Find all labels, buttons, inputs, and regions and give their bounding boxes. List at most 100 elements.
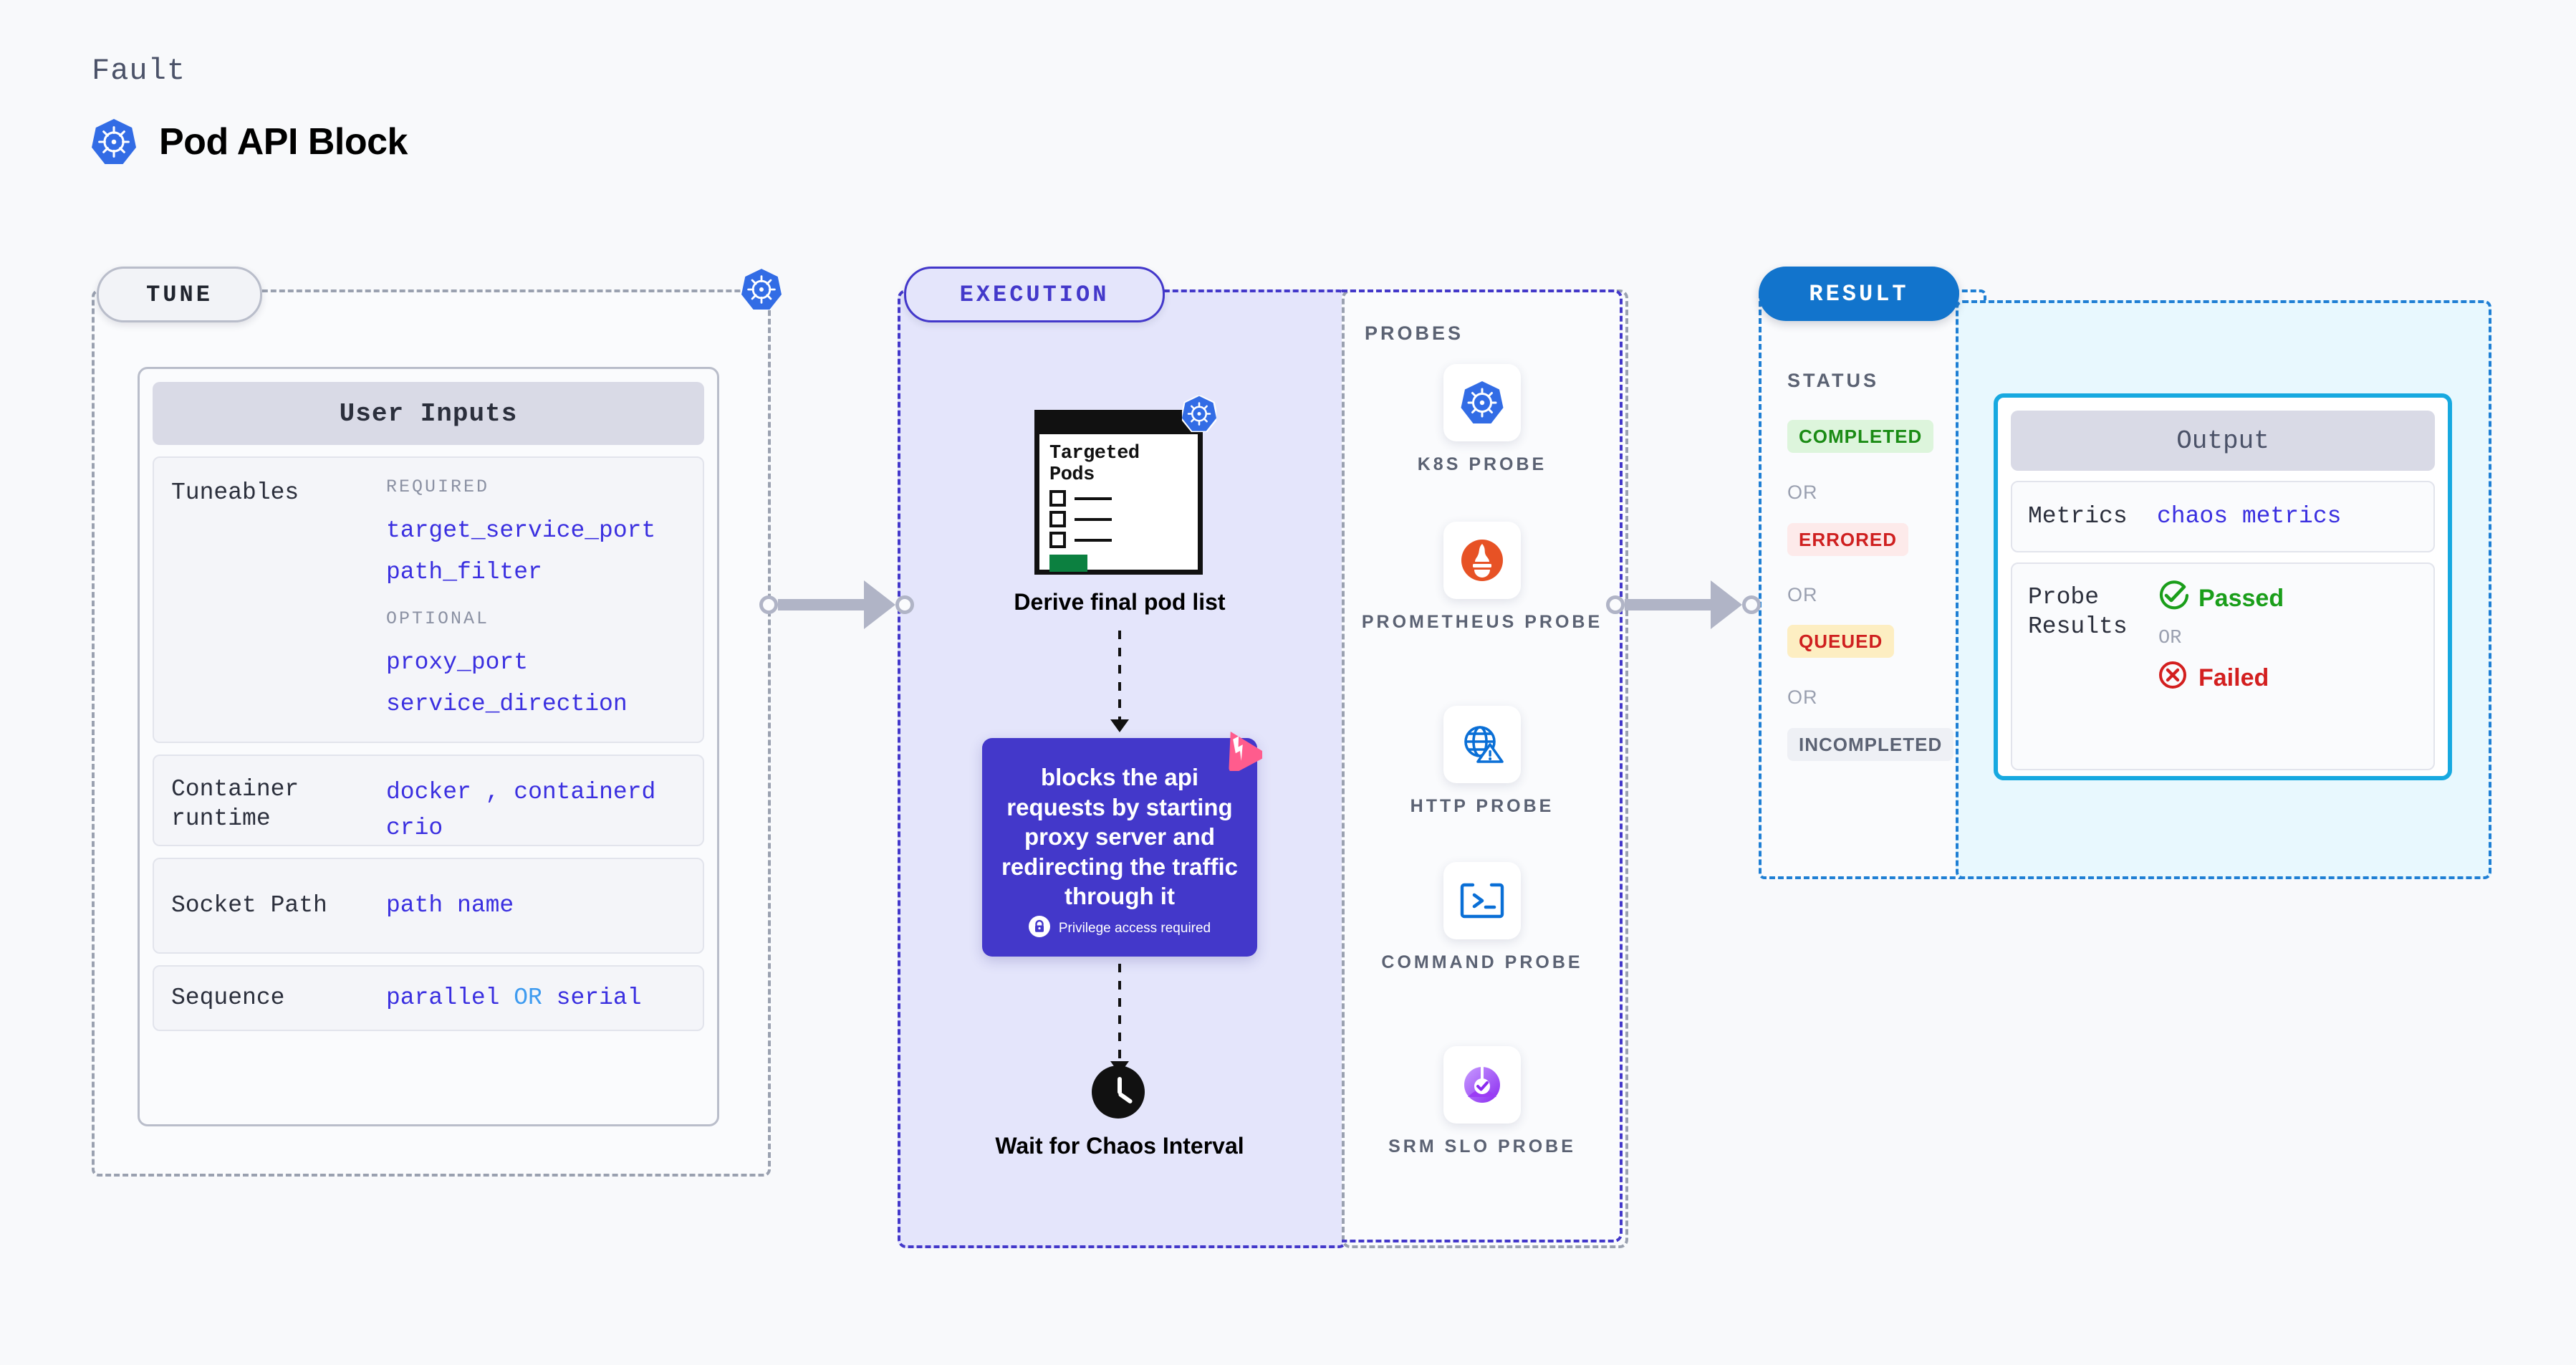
flow-arrow-down <box>1110 964 1129 1074</box>
connector-start-dot <box>759 595 778 614</box>
result-stage-container <box>1759 289 1986 879</box>
status-bar-indicator <box>1049 555 1087 573</box>
optional-kicker: OPTIONAL <box>386 608 490 629</box>
flow-arrow-down <box>1110 631 1129 732</box>
page-title: Pod API Block <box>159 121 408 163</box>
clock-icon <box>1092 1065 1145 1119</box>
action-description-text: blocks the api requests by starting prox… <box>1001 764 1239 910</box>
list-item <box>1049 532 1188 549</box>
terminal-icon <box>1443 862 1521 939</box>
kubernetes-icon <box>1443 364 1521 441</box>
sequence-or: OR <box>514 985 542 1012</box>
container-runtime-row: Container runtime docker , containerd cr… <box>153 755 704 846</box>
status-section-title: STATUS <box>1787 370 1879 391</box>
prometheus-icon <box>1443 522 1521 599</box>
placeholder-line <box>1075 497 1112 500</box>
runtime-containerd[interactable]: containerd <box>514 779 656 805</box>
container-runtime-label: Container runtime <box>171 776 299 833</box>
lock-icon <box>1028 916 1050 941</box>
fault-eyebrow-label: Fault <box>92 54 186 88</box>
http-globe-warning-icon <box>1443 706 1521 783</box>
runtime-docker[interactable]: docker <box>386 779 471 805</box>
or-separator: OR <box>2158 628 2182 649</box>
probe-item-srm-slo[interactable]: SRM SLO PROBE <box>1342 1046 1623 1159</box>
list-item <box>1049 490 1188 507</box>
user-inputs-header: User Inputs <box>153 382 704 445</box>
connector-bar <box>778 599 865 610</box>
or-separator: OR <box>1787 686 1818 708</box>
execution-stage-pill[interactable]: EXECUTION <box>904 267 1165 322</box>
targeted-pods-card: Targeted Pods <box>1034 410 1203 575</box>
probe-item-k8s[interactable]: K8S PROBE <box>1342 364 1623 477</box>
metrics-label: Metrics <box>2028 503 2128 530</box>
checkbox-icon <box>1049 511 1066 528</box>
sequence-serial[interactable]: serial <box>556 985 642 1012</box>
sequence-row: Sequence parallel OR serial <box>153 965 704 1031</box>
srm-slo-donut-check-icon <box>1443 1046 1521 1124</box>
targeted-pods-title: Targeted Pods <box>1049 443 1140 487</box>
pods-card-titlebar <box>1034 410 1203 434</box>
probe-result-failed-label: Failed <box>2198 664 2269 691</box>
status-badge-completed: COMPLETED <box>1787 420 1934 453</box>
runtime-crio[interactable]: crio <box>386 814 443 841</box>
kubernetes-icon <box>1180 394 1219 436</box>
status-badge-errored: ERRORED <box>1787 523 1909 556</box>
tuneables-row: Tuneables REQUIRED target_service_port p… <box>153 456 704 743</box>
probe-result-passed-label: Passed <box>2198 585 2284 612</box>
checkbox-icon <box>1049 532 1066 549</box>
metrics-row: Metrics chaos metrics <box>2011 481 2435 552</box>
or-separator: OR <box>1787 584 1818 605</box>
probe-label: COMMAND PROBE <box>1381 952 1583 972</box>
probe-label: HTTP PROBE <box>1410 796 1554 816</box>
tune-stage-pill[interactable]: TUNE <box>97 267 262 322</box>
result-stage-pill[interactable]: RESULT <box>1759 267 1959 321</box>
probe-label: K8S PROBE <box>1417 454 1547 474</box>
x-circle-icon <box>2157 659 2188 697</box>
probe-item-prometheus[interactable]: PROMETHEUS PROBE <box>1342 522 1623 635</box>
placeholder-line <box>1075 538 1112 542</box>
probe-result-failed: Failed <box>2157 659 2284 697</box>
probe-label: PROMETHEUS PROBE <box>1361 612 1603 632</box>
user-inputs-card: User Inputs Tuneables REQUIRED target_se… <box>138 367 719 1126</box>
page-title-row: Pod API Block <box>92 118 408 166</box>
wait-for-chaos-interval-label: Wait for Chaos Interval <box>995 1133 1244 1159</box>
output-card-header: Output <box>2011 411 2435 471</box>
connector-arrow-head <box>864 580 895 629</box>
connector-end-dot <box>895 595 914 614</box>
connector-arrow-head <box>1711 580 1742 629</box>
list-item <box>1049 511 1188 528</box>
connector-end-dot <box>1742 595 1761 614</box>
check-circle-icon <box>2157 580 2189 618</box>
probe-item-http[interactable]: HTTP PROBE <box>1342 706 1623 819</box>
connector-bar <box>1625 599 1712 610</box>
kubernetes-icon <box>741 268 782 315</box>
probe-item-command[interactable]: COMMAND PROBE <box>1342 862 1623 975</box>
tuneable-service-direction[interactable]: service_direction <box>386 690 628 717</box>
probe-results-label: Probe Results <box>2028 584 2128 641</box>
status-badge-queued: QUEUED <box>1787 625 1895 658</box>
tuneables-label: Tuneables <box>171 479 299 506</box>
connector-execution-to-result <box>1606 576 1761 633</box>
status-badge-incompleted: INCOMPLETED <box>1787 728 1954 761</box>
tuneable-proxy-port[interactable]: proxy_port <box>386 649 529 676</box>
connector-start-dot <box>1606 595 1625 614</box>
action-description-card: blocks the api requests by starting prox… <box>982 738 1257 957</box>
tuneable-path-filter[interactable]: path_filter <box>386 558 542 585</box>
sequence-parallel[interactable]: parallel <box>386 985 500 1012</box>
litmus-chaos-icon <box>1216 725 1264 775</box>
privilege-note-text: Privilege access required <box>1058 920 1211 936</box>
probes-section-title: PROBES <box>1365 322 1464 344</box>
socket-path-value[interactable]: path name <box>386 892 514 919</box>
probe-result-passed: Passed <box>2157 580 2284 618</box>
connector-tune-to-execution <box>759 576 914 633</box>
placeholder-line <box>1075 517 1112 521</box>
or-separator: OR <box>1787 482 1818 503</box>
probe-results-row: Probe Results Passed OR <box>2011 562 2435 770</box>
socket-path-label: Socket Path <box>171 892 327 919</box>
tuneable-target-service-port[interactable]: target_service_port <box>386 517 656 544</box>
probe-label: SRM SLO PROBE <box>1388 1136 1576 1156</box>
privilege-note-row: Privilege access required <box>982 916 1257 941</box>
kubernetes-icon <box>92 118 136 166</box>
runtime-separator: , <box>485 779 500 805</box>
metrics-value[interactable]: chaos metrics <box>2157 503 2342 530</box>
